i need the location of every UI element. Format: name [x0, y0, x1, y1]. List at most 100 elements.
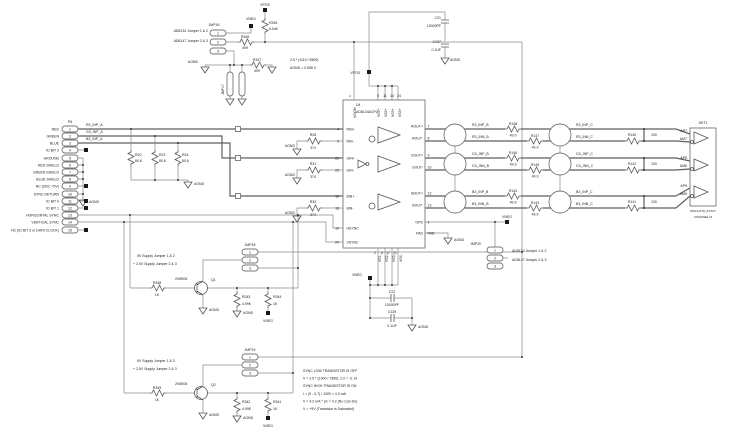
resistor-r349 — [149, 389, 167, 397]
pin-number: 23 — [335, 168, 339, 172]
supply-note-b: + 2.5V Supply Jumper 2 & 3 — [133, 367, 177, 371]
note-line: I = (5 - 0.7) / 1000 = 4.3 mA — [303, 392, 347, 396]
agnd-label: AGND — [188, 60, 199, 64]
connector-p6: P6 1 2 3 4 5 6 7 8 9 10 11 12 13 14 15 R… — [11, 120, 100, 234]
pin-name: GOUT+ — [411, 153, 423, 157]
pin-number: 1 — [428, 220, 430, 224]
agnd-label: AGND — [285, 144, 296, 148]
agnd-symbol — [292, 215, 302, 223]
resistor-r343 — [233, 291, 241, 309]
pin-label: ID BIT 1 — [46, 206, 59, 210]
supply-note-a: 5V Supply Jumper 1 & 2 — [137, 254, 175, 258]
net-label: B3_INN_C — [576, 202, 593, 206]
jumper-note-b: AD8147 Jumper 2 & 3 — [512, 258, 546, 262]
agnd-symbol — [232, 415, 242, 423]
r28-ref: R28 — [310, 133, 316, 137]
pin-name: GIN+ — [347, 156, 355, 160]
pin-number: 3 — [69, 141, 71, 145]
pin-label: ID BIT 0 — [46, 199, 59, 203]
r347-ref: R347 — [253, 58, 261, 62]
r22-ref: R22 — [159, 153, 165, 157]
pin-name: RIN- — [347, 139, 355, 143]
agnd-label: AGND — [285, 211, 296, 215]
r346-ref: R346 — [241, 35, 249, 39]
r343-ref: R343 — [242, 295, 250, 299]
vpos-label: VPOS — [260, 3, 270, 7]
capacitor-c137 — [440, 43, 450, 48]
r347-val: 499 — [254, 69, 260, 73]
r144-ref: R144 — [509, 189, 517, 193]
pin-label: RED SHIELD — [38, 163, 59, 167]
pin-name: OPD — [415, 220, 423, 224]
transistor-q1 — [194, 281, 208, 295]
ic-ref: U4 — [356, 103, 361, 107]
agnd-symbol — [232, 310, 242, 318]
pin-number: 12 — [428, 191, 432, 195]
jumper-note-b: AD8147 Jumper 2 & 3 — [174, 39, 208, 43]
ic-body — [342, 99, 426, 249]
net-label: R3_INP_B — [472, 123, 489, 127]
skt1-socket: SKT1 P6GA-678_ZTX27 CHANNEL=3 — [689, 121, 717, 219]
pin-name: BIN+ — [347, 194, 355, 198]
resistor-r22 — [151, 149, 159, 167]
sync-gate — [357, 159, 367, 169]
note-line: V = +5V (Transistor is Saturated) — [303, 407, 354, 411]
net-label: G3_INP_B — [472, 152, 489, 156]
resistor-r148 — [504, 125, 522, 133]
pin-name: VS4- — [399, 253, 403, 262]
pin-number: 9 — [69, 184, 71, 188]
jumper-note-a: AD8134 Jumper 1 & 2 — [174, 29, 208, 33]
pin-name: BOUT+ — [411, 191, 423, 195]
q2-ref: Q2 — [211, 383, 216, 387]
agnd-symbol — [443, 237, 453, 245]
pin-number: 14 — [68, 220, 72, 224]
cable-jack — [548, 123, 572, 147]
jumper-pin: 1 — [249, 250, 251, 254]
agnd-label: AGND — [194, 182, 205, 186]
pin-number: 20 — [335, 240, 339, 244]
pin-number: 6 — [381, 251, 383, 255]
pin-name: VS2+ — [384, 108, 388, 117]
resistor-r33 — [305, 204, 323, 212]
pin-number: 13 — [428, 203, 432, 207]
jumper-note-a: AD8134 Jumper 1 & 2 — [512, 249, 546, 253]
resistor-r24 — [174, 149, 182, 167]
r348-val: 1K — [155, 293, 160, 297]
pin-number: 12 — [68, 206, 72, 210]
vneg-label: VNEG — [263, 319, 273, 323]
vneg-label: VNEG — [263, 424, 273, 428]
pin-number: 11 — [383, 94, 387, 98]
r142-ref: R142 — [628, 162, 636, 166]
pin-name: GIN- — [347, 168, 355, 172]
agnd-symbol — [440, 57, 450, 65]
pin-number: 13 — [68, 213, 72, 217]
r147-val: 49.9 — [532, 146, 539, 150]
net-label: B3_INP_B — [472, 190, 489, 194]
vneg-terminal — [505, 220, 509, 224]
agnd-symbol — [267, 66, 277, 74]
jumper-pin: 1 — [249, 355, 251, 359]
vneg-label: VNEG — [246, 17, 256, 21]
pin-name: GOUT- — [412, 165, 424, 169]
resistor-r345 — [261, 17, 269, 35]
skt1-channel: CHANNEL=3 — [694, 215, 713, 219]
pin-number: 10 — [428, 165, 432, 169]
net-label: R3_INN_C — [576, 135, 593, 139]
jumper-pin: 3 — [494, 264, 496, 268]
pin-label: NC (DDC +5V) — [36, 184, 59, 188]
resistor-r346 — [237, 38, 255, 46]
agnd-label: AGND — [209, 413, 220, 417]
pin-number: 2 — [69, 134, 71, 138]
input-bubble — [690, 194, 694, 198]
resistor-r142 — [624, 166, 642, 174]
resistor-r145 — [526, 166, 544, 174]
jmp20-ref: JMP20 — [470, 242, 481, 246]
note-line: SYNC LOW TRANSISTOR IS OFF — [303, 369, 357, 373]
r33-val: 374 — [310, 213, 316, 217]
resistor-r144 — [504, 192, 522, 200]
r342-ref: R342 — [242, 400, 250, 404]
note-line: V = 2.5 * (1000 / 7980), 2.0 = -2.19 — [303, 377, 357, 381]
sync-notes: SYNC LOW TRANSISTOR IS OFF V = 2.5 * (10… — [303, 369, 357, 411]
r31-ref: R31 — [310, 162, 316, 166]
note-line: SYNC HIGH TRANSISTOR IS ON — [303, 384, 357, 388]
